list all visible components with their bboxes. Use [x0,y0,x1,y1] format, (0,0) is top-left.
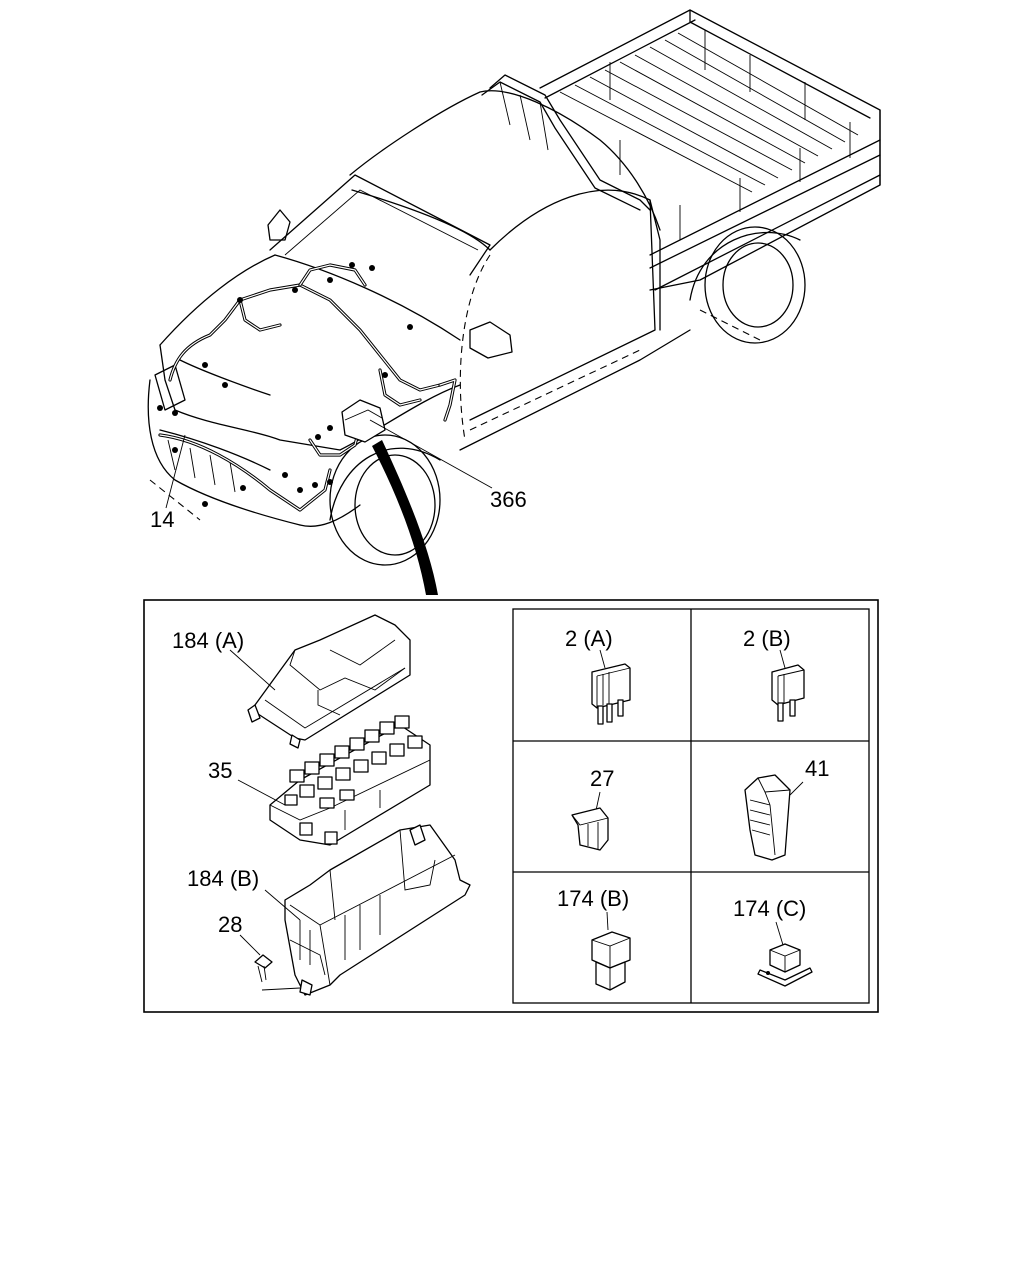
callout-184b: 184 (B) [187,866,259,891]
cell-fuse-41: 41 [744,756,829,861]
leader-184b [264,889,301,921]
callout-35: 35 [208,758,232,783]
callout-184a: 184 (A) [172,628,244,653]
detail-arrow [372,440,438,595]
parts-grid: 2 (A) 2 (B) 27 [512,608,870,1004]
leader-28 [239,934,261,956]
fuse-41-shape [744,774,791,861]
cell-relay-2a: 2 (A) [565,626,631,725]
cell-relay-174c: 174 (C) [733,896,813,987]
lower-case [284,824,471,996]
cell-relay-2b: 2 (B) [743,626,805,722]
callout-174b: 174 (B) [557,886,629,911]
leader-35 [237,779,286,806]
clip [254,954,301,991]
upper-cover [247,614,411,749]
callout-2b: 2 (B) [743,626,791,651]
fuse-27-shape [571,807,609,851]
callout-14: 14 [150,507,174,532]
leader-14 [165,434,186,509]
cell-fuse-27: 27 [571,766,614,851]
relay-block [269,715,431,846]
callout-174c: 174 (C) [733,896,806,921]
cab-body [147,90,691,566]
relay-box-exploded-view: 184 (A) [172,614,471,996]
callout-27: 27 [590,766,614,791]
relay-2a-shape [591,663,631,725]
relay-2b-shape [771,664,805,722]
detail-frame [143,599,879,1013]
cargo-bed [481,9,881,344]
cell-relay-174b: 174 (B) [557,886,631,991]
callout-41: 41 [805,756,829,781]
wire-harness [157,262,457,512]
leader-184a [229,649,276,691]
relay-174b-shape [591,931,631,991]
callout-28: 28 [218,912,242,937]
relay-174c-shape [757,943,813,987]
pickup-truck-illustration: 14 366 [147,9,881,595]
leader-366 [369,419,493,489]
callout-2a: 2 (A) [565,626,613,651]
callout-366: 366 [490,487,527,512]
